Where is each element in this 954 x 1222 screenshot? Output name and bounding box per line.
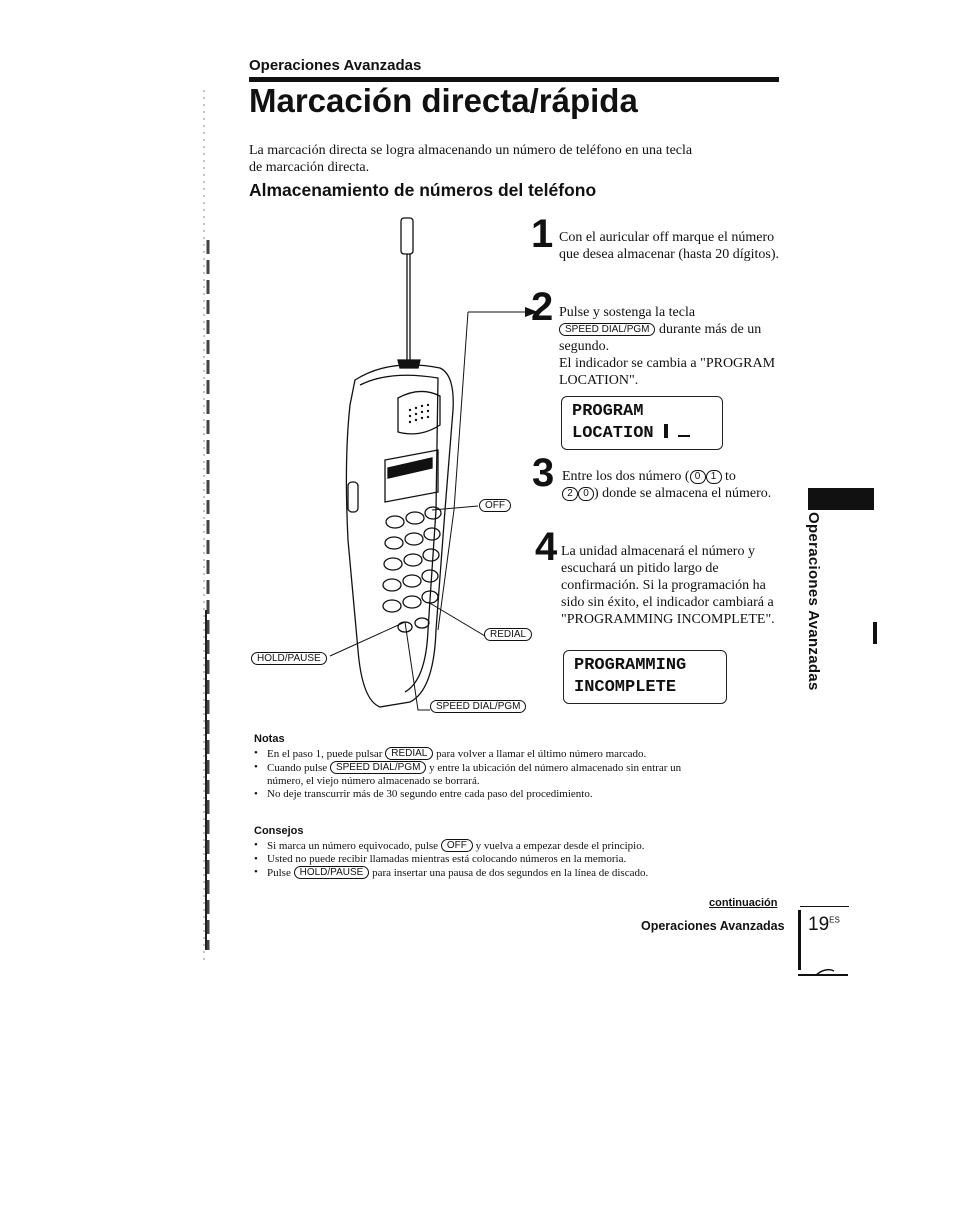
notas-heading: Notas [254,733,285,745]
list-item: En el paso 1, puede pulsar REDIAL para v… [254,747,714,761]
callout-redial: REDIAL [484,628,533,641]
step-text-1: Con el auricular off marque el número qu… [559,230,780,262]
list-item: Usted no puede recibir llamadas mientras… [254,853,674,866]
intro-paragraph: La marcación directa se logra almacenand… [249,143,693,175]
step-number-3: 3 [532,451,555,495]
key-1: 1 [705,470,722,484]
callout-hold-pause: HOLD/PAUSE [251,652,327,665]
consejos-heading: Consejos [254,825,304,837]
step-text-2: Pulse y sostenga la tecla SPEED DIAL/PGM… [559,305,776,388]
page-title: Marcación directa/rápida [249,82,638,119]
callout-off: OFF [479,499,511,512]
key-0-second: 0 [578,487,594,501]
lcd-program-location: PROGRAM LOCATION [561,396,723,450]
footer-swoosh [798,968,848,976]
list-item: Si marca un número equivocado, pulse OFF… [254,839,674,853]
step-number-4: 4 [535,525,558,569]
continuation-rule [800,906,849,907]
key-2: 2 [562,487,578,501]
side-tab-label: Operaciones Avanzadas [805,512,822,691]
side-tab-marker [808,488,874,510]
lcd-underscore [678,435,691,437]
footer-bar [798,910,801,970]
callout-speed-dial: SPEED DIAL/PGM [430,700,527,713]
notas-list: En el paso 1, puede pulsar REDIAL para v… [254,747,714,801]
subheading: Almacenamiento de números del teléfono [249,180,597,200]
step-text-4: La unidad almacenará el número y escucha… [561,544,775,627]
step-number-1: 1 [531,212,554,256]
phone-illustration [329,217,538,711]
page-number: 19ES [808,914,840,935]
speed-dial-key: SPEED DIAL/PGM [559,323,656,336]
side-mark [873,622,877,644]
consejos-list: Si marca un número equivocado, pulse OFF… [254,839,674,880]
section-header: Operaciones Avanzadas [249,57,422,74]
continuation-label: continuación [709,897,778,909]
list-item: No deje transcurrir más de 30 segundo en… [254,788,714,801]
header-rule [249,77,779,82]
list-item: Cuando pulse SPEED DIAL/PGM y entre la u… [254,761,714,788]
scan-edge-artifact [203,90,210,960]
footer-section: Operaciones Avanzadas [641,919,785,933]
key-0: 0 [689,470,706,484]
lcd-cursor [663,424,668,438]
list-item: Pulse HOLD/PAUSE para insertar una pausa… [254,866,674,880]
step-number-2: 2 [531,285,554,329]
lcd-programming-incomplete: PROGRAMMING INCOMPLETE [563,650,727,704]
